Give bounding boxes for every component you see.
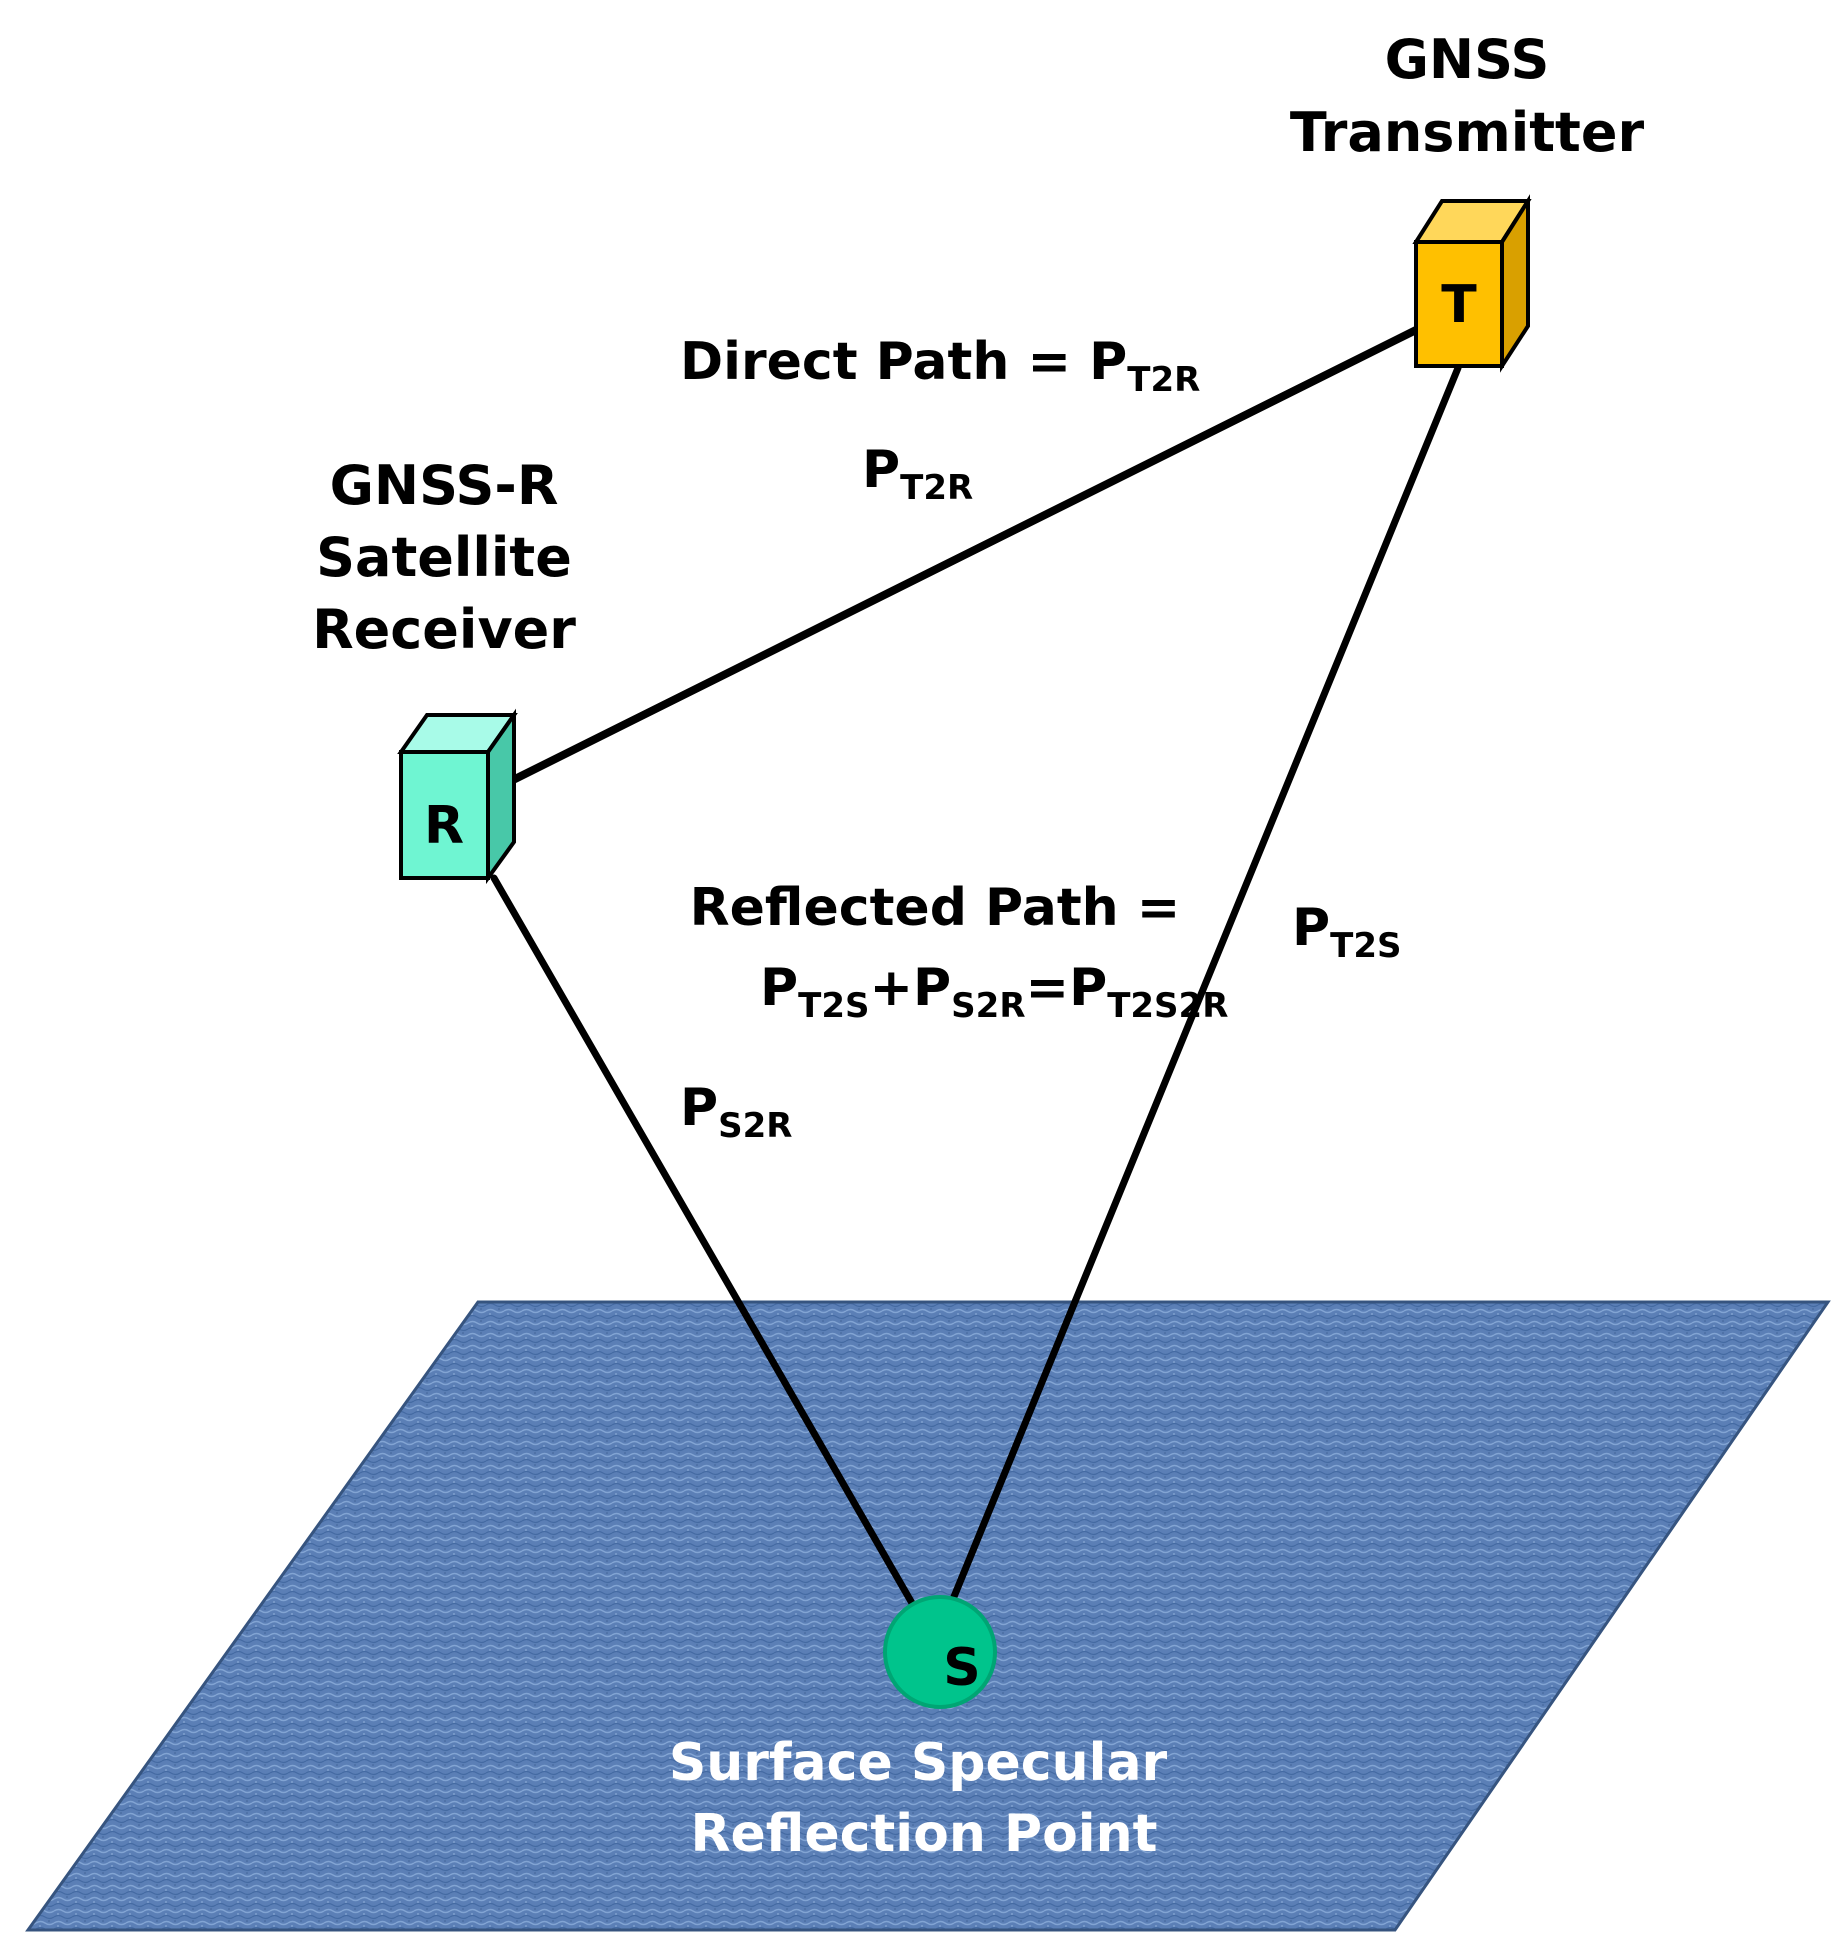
reflected-path-caption-line2: PT2S+PS2R=PT2S2R: [760, 958, 1228, 1026]
reflected-term2-sub: S2R: [951, 986, 1025, 1026]
direct-path-caption-sub: T2R: [1127, 360, 1200, 400]
specular-point-circle: [883, 1595, 997, 1709]
reflected-equals: =: [1026, 958, 1070, 1018]
direct-path-line-label-sub: T2R: [900, 468, 973, 508]
transmitter-cube-front: [1414, 240, 1504, 368]
direct-path-line-label-main: P: [862, 440, 900, 500]
reflected-path-caption-line1: Reflected Path =: [690, 878, 1181, 938]
s2r-path-label-main: P: [680, 1078, 718, 1138]
s2r-path-label-sub: S2R: [718, 1106, 792, 1146]
specular-point: S: [883, 1595, 997, 1709]
specular-label-line2: Reflection Point: [690, 1804, 1157, 1864]
transmitter-to-specular-line: [931, 364, 1462, 1647]
t2s-path-label: PT2S: [1292, 898, 1401, 966]
specular-label-line1: Surface Specular: [669, 1733, 1168, 1793]
specular-point-letter: S: [943, 1638, 980, 1698]
reflected-term1-sub: T2S: [798, 986, 869, 1026]
receiver-cube: R: [397, 708, 518, 885]
reflected-plus: +: [869, 958, 913, 1018]
reflected-term3-sub: T2S2R: [1107, 986, 1228, 1026]
transmitter-title-line1: GNSS: [1385, 28, 1550, 91]
transmitter-cube: T: [1412, 194, 1532, 373]
direct-path-line: [511, 325, 1422, 783]
transmitter-box-letter: T: [1441, 275, 1477, 335]
direct-path-caption-prefix: Direct Path = P: [680, 332, 1127, 392]
receiver-title-line3: Receiver: [312, 598, 576, 661]
reflected-term2-main: P: [913, 958, 951, 1018]
s2r-path-label: PS2R: [680, 1078, 792, 1146]
transmitter-title-line2: Transmitter: [1290, 101, 1645, 164]
specular-to-receiver-line: [490, 874, 939, 1647]
receiver-box-letter: R: [424, 796, 464, 856]
t2s-path-label-main: P: [1292, 898, 1330, 958]
signal-paths: [490, 325, 1462, 1647]
direct-path-line-label: PT2R: [862, 440, 973, 508]
reflected-term3-main: P: [1069, 958, 1107, 1018]
reflected-term1-main: P: [760, 958, 798, 1018]
direct-path-caption: Direct Path = PT2R: [680, 332, 1200, 400]
receiver-title-line2: Satellite: [316, 526, 572, 589]
receiver-cube-front: [399, 750, 490, 880]
receiver-title-line1: GNSS-R: [330, 454, 559, 517]
t2s-path-label-sub: T2S: [1330, 926, 1401, 966]
